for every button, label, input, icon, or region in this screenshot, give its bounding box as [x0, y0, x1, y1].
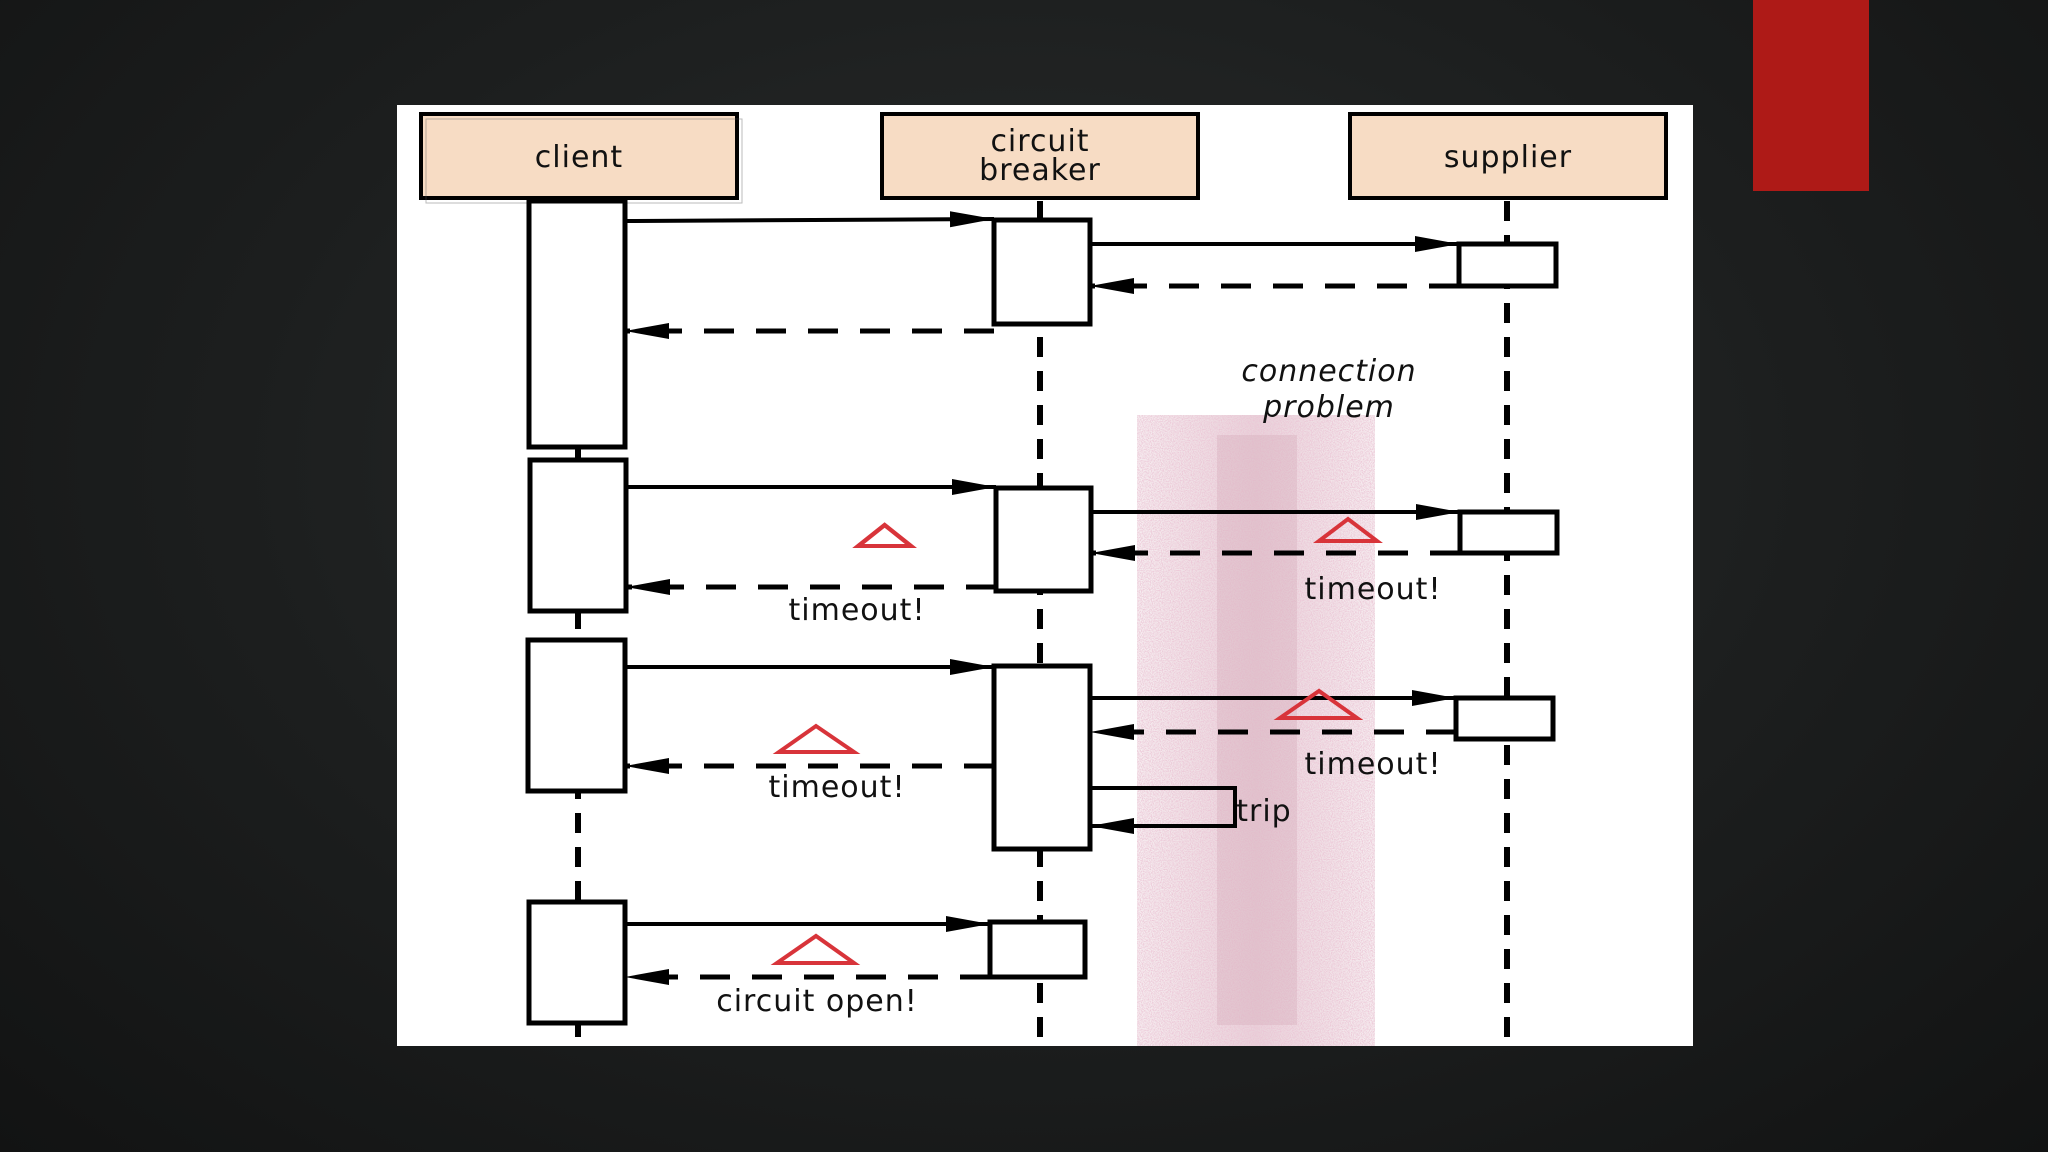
supplier-activation-1: [1456, 241, 1559, 289]
breaker-activation-3: [991, 663, 1093, 852]
participant-circuit-breaker: circuit breaker: [880, 112, 1200, 200]
client-activation-3: [525, 637, 628, 794]
warning-triangle-icon: [852, 522, 917, 548]
sequence-diagram-svg: client circuit breaker supplier: [419, 112, 1668, 1046]
participant-circuit-breaker-label-line1: circuit: [990, 124, 1089, 159]
participant-client: client: [419, 112, 743, 204]
connection-problem-label-line1: connection: [1241, 354, 1416, 389]
breaker-activation-4: [987, 919, 1088, 980]
timeout-label-supplier-3: timeout!: [1305, 747, 1442, 782]
timeout-label-supplier-2: timeout!: [1305, 572, 1442, 607]
sequence-diagram: client circuit breaker supplier: [397, 105, 1693, 1046]
warning-triangle-icon: [770, 933, 861, 965]
timeout-label-client-2: timeout!: [789, 593, 926, 628]
client-activation-4: [526, 899, 628, 1026]
client-activation-2: [527, 457, 629, 614]
circuit-open-label: circuit open!: [716, 984, 918, 1019]
breaker-activation-2: [993, 485, 1094, 594]
activations: [525, 198, 1560, 1026]
warning-triangles: [770, 516, 1383, 965]
timeout-label-client-3: timeout!: [769, 770, 906, 805]
request-arrows: [624, 211, 1460, 932]
participant-circuit-breaker-label-line2: breaker: [979, 153, 1101, 188]
participant-supplier: supplier: [1348, 112, 1668, 200]
warning-triangle-icon: [1273, 688, 1364, 720]
request-arrow-client-to-breaker-1: [624, 211, 995, 228]
connection-problem-label-line2: problem: [1262, 390, 1395, 425]
trip-label: trip: [1236, 794, 1291, 829]
client-activation-1: [526, 198, 628, 450]
red-accent-bar: [1753, 0, 1869, 191]
participant-client-label: client: [535, 140, 623, 175]
supplier-activation-3: [1453, 695, 1556, 742]
trip-self-arrow: [1090, 786, 1237, 834]
response-arrows: [625, 278, 1460, 985]
warning-triangle-icon: [772, 723, 861, 754]
participant-supplier-label: supplier: [1444, 140, 1572, 175]
supplier-activation-2: [1457, 509, 1560, 556]
breaker-activation-1: [991, 217, 1093, 327]
warning-triangle-icon: [1313, 516, 1383, 543]
